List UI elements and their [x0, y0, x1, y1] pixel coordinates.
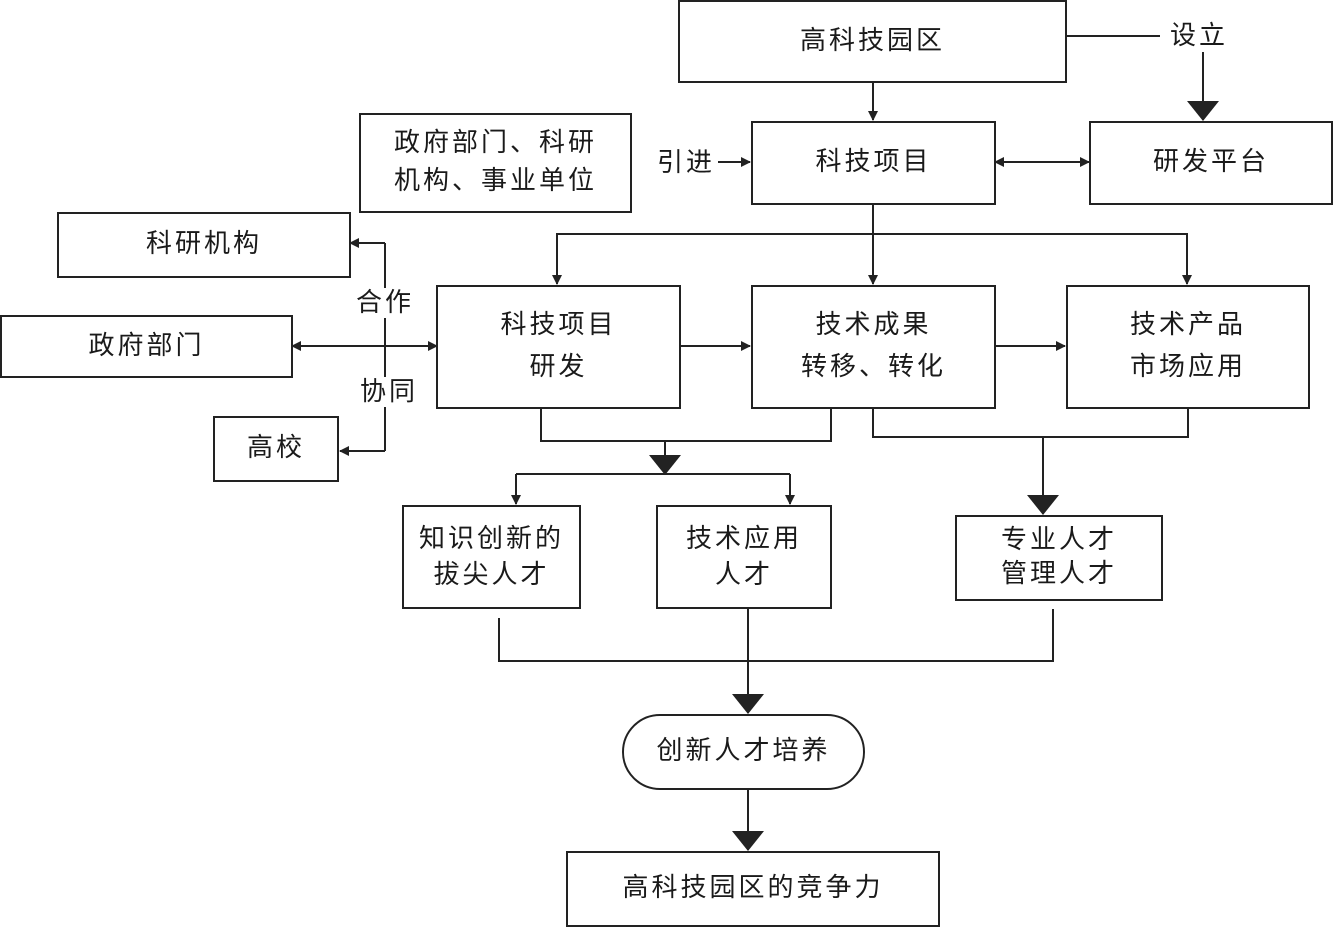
rd-line2: 研发: [529, 352, 588, 382]
rd-line1: 科技项目: [500, 310, 617, 341]
introduce-label: 引进: [655, 148, 718, 178]
research-institute-label: 科研机构: [145, 229, 262, 260]
rd-platform-box: 研发平台: [1089, 121, 1333, 205]
competitiveness-label: 高科技园区的竞争力: [622, 873, 884, 904]
park-label: 高科技园区: [799, 25, 945, 56]
edge-project-to-market: [873, 233, 1192, 285]
government-box: 政府部门: [0, 315, 293, 378]
cooperate-label: 合作: [354, 288, 417, 318]
tech-project-box: 科技项目: [751, 121, 996, 205]
market-line1: 技术产品: [1129, 310, 1246, 341]
university-label: 高校: [246, 433, 305, 464]
edge-project-to-rd: [552, 233, 873, 285]
cultivation-label: 创新人才培养: [656, 736, 831, 767]
top-talent-line2: 拔尖人才: [433, 560, 550, 590]
transfer-line1: 技术成果: [815, 310, 932, 341]
collaborate-label: 协同: [358, 377, 421, 407]
establish-label: 设立: [1168, 21, 1231, 51]
applied-talent-box: 技术应用 人才: [656, 505, 832, 609]
pro-talent-line1: 专业人才: [1000, 525, 1117, 556]
applied-talent-line2: 人才: [714, 560, 773, 590]
gov-research-line2: 机构、事业单位: [393, 166, 597, 196]
cultivation-box: 创新人才培养: [622, 714, 865, 790]
market-box: 技术产品 市场应用: [1066, 285, 1310, 409]
top-talent-box: 知识创新的 拔尖人才: [402, 505, 581, 609]
university-box: 高校: [213, 416, 339, 482]
gov-research-line1: 政府部门、科研: [393, 128, 597, 159]
edge-rd-transfer-merge: [540, 408, 832, 442]
gov-research-box: 政府部门、科研 机构、事业单位: [359, 113, 632, 213]
edge-talents-merge: [498, 609, 1054, 662]
rd-box: 科技项目 研发: [436, 285, 681, 409]
government-label: 政府部门: [88, 330, 205, 361]
top-talent-line1: 知识创新的: [418, 523, 564, 554]
pro-talent-box: 专业人才 管理人才: [955, 515, 1163, 601]
park-box: 高科技园区: [678, 0, 1067, 83]
rd-platform-label: 研发平台: [1152, 147, 1269, 178]
transfer-box: 技术成果 转移、转化: [751, 285, 996, 409]
pro-talent-line2: 管理人才: [1000, 559, 1117, 589]
research-institute-box: 科研机构: [57, 212, 351, 278]
edge-transfer-market-merge: [872, 408, 1189, 438]
competitiveness-box: 高科技园区的竞争力: [566, 851, 940, 927]
transfer-line2: 转移、转化: [800, 352, 946, 382]
market-line2: 市场应用: [1129, 352, 1246, 382]
applied-talent-line1: 技术应用: [685, 523, 802, 554]
tech-project-label: 科技项目: [815, 147, 932, 178]
